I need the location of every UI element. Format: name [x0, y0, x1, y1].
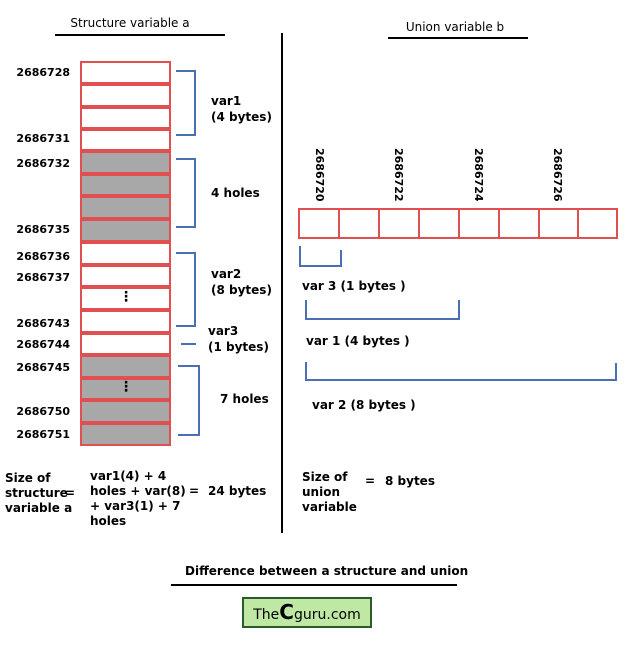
memory-cell: [80, 287, 171, 310]
union-memory-cell: [458, 208, 500, 239]
memory-cell: [80, 333, 171, 355]
bracket-4-holes: [176, 158, 196, 228]
ellipsis-var2: ⋮: [119, 289, 133, 305]
union-memory-cell: [418, 208, 460, 239]
holes7-label: 7 holes: [220, 392, 269, 406]
union-size-equals: =: [365, 474, 376, 488]
var3-label: var3: [208, 324, 239, 338]
address-label: 2686728: [16, 66, 70, 79]
address-label: 2686750: [16, 405, 70, 418]
structure-title-underline: [55, 34, 225, 36]
union-title-underline: [388, 37, 528, 39]
var1-size-label: (4 bytes): [211, 110, 272, 124]
hole-cell: [80, 219, 171, 242]
ellipsis-holes7: ⋮: [119, 379, 133, 395]
memory-cell: [80, 265, 171, 287]
union-var1-label: var 1 (4 bytes ): [306, 334, 410, 348]
union-title: Union variable b: [405, 20, 505, 34]
structure-formula-line: holes + var(8): [90, 484, 186, 498]
logo-text-post: guru.com: [293, 607, 361, 623]
memory-cell: [80, 107, 171, 129]
address-label: 2686743: [16, 317, 70, 330]
union-address-label: 2686726: [551, 148, 564, 202]
memory-cell: [80, 84, 171, 107]
bracket-var1: [176, 70, 196, 136]
union-size-label-line: variable: [302, 500, 357, 514]
address-label: 2686745: [16, 361, 70, 374]
structure-formula-line: holes: [90, 514, 127, 528]
structure-size-label-line: structure: [5, 486, 68, 500]
union-address-label: 2686722: [392, 148, 405, 202]
memory-cell: [80, 310, 171, 333]
union-size-label-line: Size of: [302, 470, 348, 484]
memory-cell: [80, 61, 171, 84]
address-label: 2686732: [16, 157, 70, 170]
hole-cell: [80, 196, 171, 219]
hole-cell: [80, 378, 171, 400]
holes4-label: 4 holes: [211, 186, 260, 200]
caption-underline: [171, 584, 457, 586]
structure-title: Structure variable a: [70, 16, 190, 30]
address-label: 2686731: [16, 132, 70, 145]
structure-formula-line: + var3(1) + 7: [90, 499, 181, 513]
structure-equals-sign: =: [65, 486, 76, 500]
union-size-label-line: union: [302, 485, 340, 499]
structure-formula-line: var1(4) + 4: [90, 469, 167, 483]
thecguru-logo: TheCguru.com: [242, 597, 372, 628]
caption: Difference between a structure and union: [185, 564, 469, 578]
memory-cell: [80, 129, 171, 151]
logo-text-pre: The: [253, 607, 280, 623]
address-label: 2686751: [16, 428, 70, 441]
union-size-value: 8 bytes: [385, 474, 435, 488]
bracket-7-holes: [178, 365, 200, 436]
address-label: 2686735: [16, 223, 70, 236]
union-var2-label: var 2 (8 bytes ): [312, 398, 416, 412]
union-bracket-var2: [305, 362, 617, 381]
var3-size-label: (1 bytes): [208, 340, 269, 354]
memory-cell: [80, 242, 171, 265]
structure-size-label-line: variable a: [5, 501, 73, 515]
union-memory-cell: [298, 208, 340, 239]
union-memory-cell: [338, 208, 380, 239]
var1-label: var1: [211, 94, 242, 108]
address-label: 2686736: [16, 250, 70, 263]
vertical-divider: [281, 33, 283, 533]
union-memory-cell: [538, 208, 579, 239]
union-var3-label: var 3 (1 bytes ): [302, 279, 406, 293]
union-address-label: 2686720: [313, 148, 326, 202]
structure-size-value: 24 bytes: [208, 484, 267, 498]
hole-cell: [80, 355, 171, 378]
union-memory-cell: [498, 208, 540, 239]
hole-cell: [80, 151, 171, 174]
hole-cell: [80, 400, 171, 423]
var2-label: var2: [211, 267, 242, 281]
union-memory-cell: [577, 208, 618, 239]
bracket-var2: [176, 252, 196, 327]
logo-text-c: C: [279, 600, 294, 624]
address-label: 2686737: [16, 271, 70, 284]
union-bracket-var1: [305, 300, 460, 320]
var2-size-label: (8 bytes): [211, 283, 272, 297]
union-memory-cell: [378, 208, 420, 239]
hole-cell: [80, 423, 171, 446]
structure-size-label-line: Size of: [5, 471, 51, 485]
address-label: 2686744: [16, 338, 70, 351]
union-bracket-var3: [299, 246, 342, 267]
hole-cell: [80, 174, 171, 196]
structure-size-equals: =: [189, 484, 200, 498]
union-address-label: 2686724: [472, 148, 485, 202]
